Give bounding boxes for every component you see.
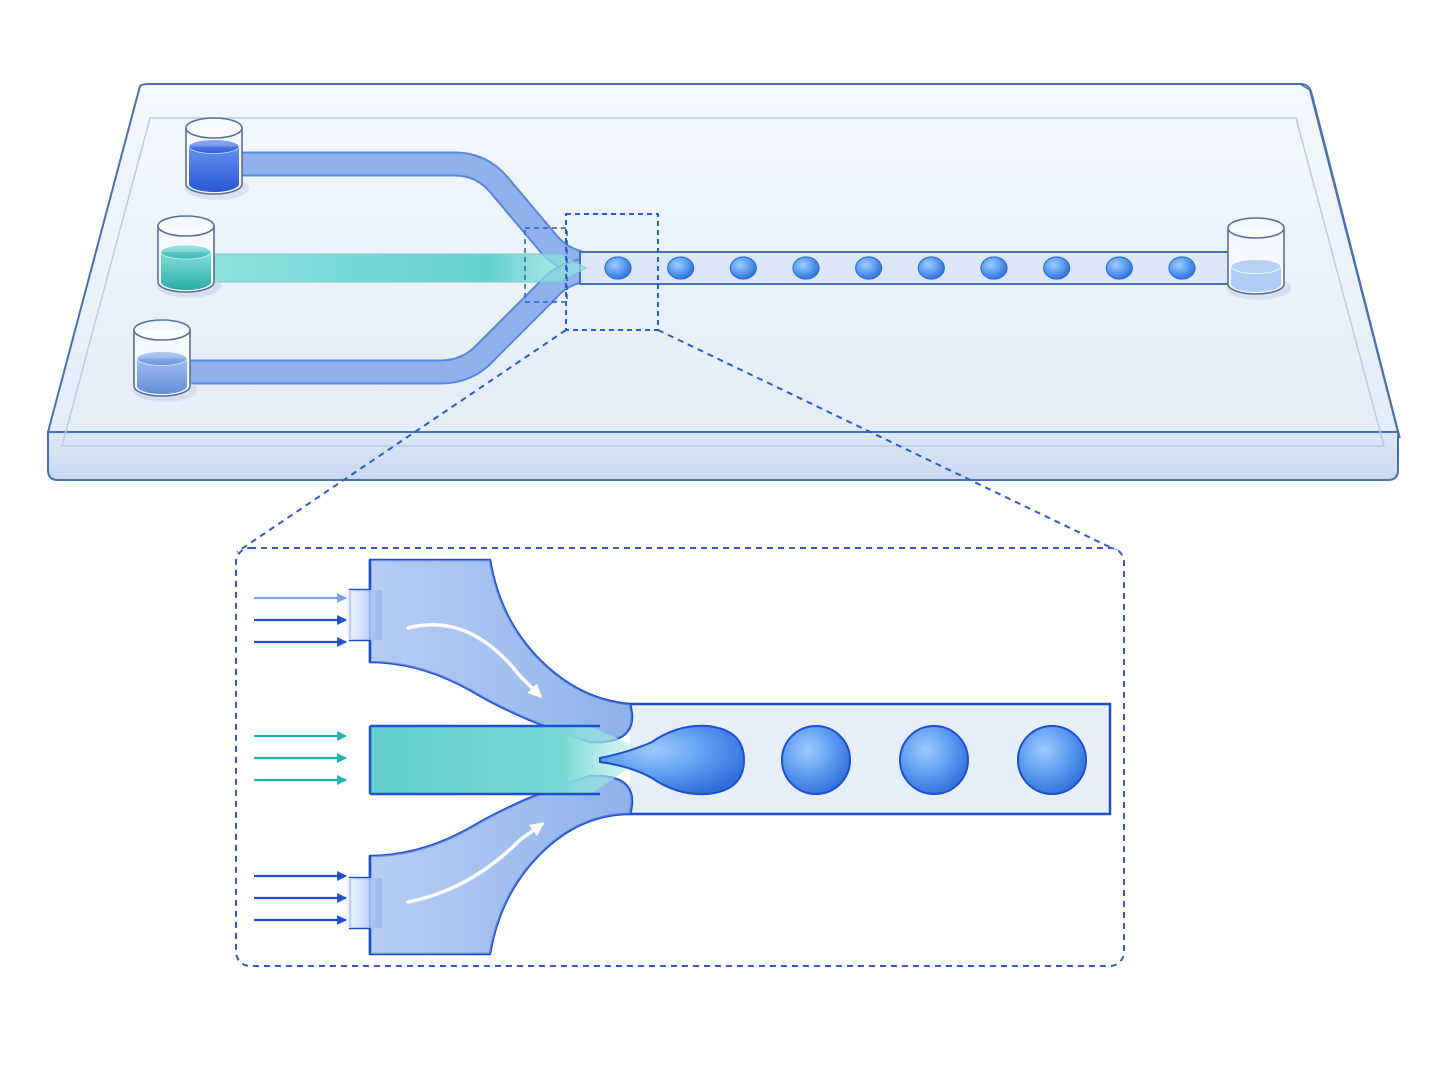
droplet	[855, 256, 883, 280]
pinching-droplet	[599, 724, 746, 796]
droplet	[667, 256, 695, 280]
callout-connector-left	[236, 329, 567, 553]
released-droplet	[781, 725, 851, 795]
droplet	[1043, 256, 1071, 280]
droplet	[604, 256, 632, 280]
released-droplet	[899, 725, 969, 795]
channel-droplets	[604, 256, 1196, 280]
chip-bevel	[61, 117, 1385, 447]
bottom-oil-inlet-well	[133, 319, 197, 402]
middle-aqueous-inlet-well	[157, 215, 221, 298]
released-droplet	[1017, 725, 1087, 795]
aqueous-channel	[199, 253, 588, 283]
flow-direction-arrow-icon	[406, 623, 542, 698]
junction-callout	[235, 547, 1125, 967]
callout-connector-right	[657, 329, 1121, 553]
inlet-wells	[133, 117, 249, 402]
chip-front-face	[47, 431, 1399, 481]
microfluidic-chip	[46, 83, 1401, 481]
callout-aqueous-channel	[370, 726, 648, 794]
droplet	[1168, 256, 1196, 280]
released-droplets	[781, 725, 1087, 795]
droplet	[792, 256, 820, 280]
top-oil-inlet-well	[185, 117, 249, 200]
droplet	[729, 256, 757, 280]
junction-highlight-box	[524, 227, 568, 303]
outlet-well	[1227, 217, 1291, 300]
callout-output-channel	[630, 702, 1112, 816]
droplet	[1105, 256, 1133, 280]
zoom-region-box	[565, 213, 659, 331]
droplet	[980, 256, 1008, 280]
chip-right-edge	[1297, 83, 1401, 439]
droplet	[917, 256, 945, 280]
inflow-arrows	[254, 593, 347, 925]
flow-direction-arrow-icon	[406, 822, 545, 904]
